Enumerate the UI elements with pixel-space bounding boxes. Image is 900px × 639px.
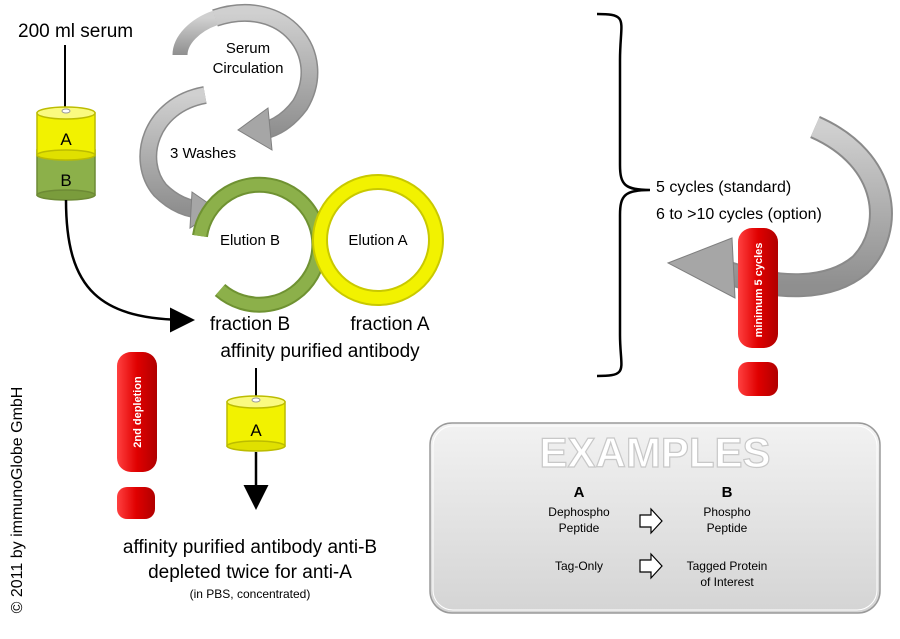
cycles-badge-text: minimum 5 cycles: [753, 243, 765, 338]
result-line2: depleted twice for anti-A: [148, 562, 352, 583]
examples-panel: EXAMPLES A B Dephospho Peptide Phospho P…: [429, 422, 881, 614]
example2-b-line1: Tagged Protein: [687, 559, 768, 573]
example1-b-line1: Phospho: [703, 505, 751, 519]
elution-b-ring: Elution B: [192, 176, 328, 313]
fraction-b-label: fraction B: [210, 314, 290, 335]
example1-a-line2: Peptide: [559, 521, 600, 535]
washes-label: 3 Washes: [170, 145, 236, 162]
examples-title: EXAMPLES: [539, 429, 770, 476]
examples-head-a: A: [574, 484, 585, 501]
cycles-standard: 5 cycles (standard): [656, 179, 791, 196]
serum-circulation-line2: Circulation: [213, 60, 284, 77]
result-line1: affinity purified antibody anti-B: [123, 537, 377, 558]
example2-b-line2: of Interest: [700, 575, 754, 589]
examples-head-b: B: [722, 484, 733, 501]
example1-arrow-icon: [639, 507, 663, 535]
example2-a: Tag-Only: [555, 559, 603, 573]
elution-a-ring: Elution A: [312, 174, 444, 306]
column-a-label: A: [60, 130, 72, 149]
depletion-badge-text: 2nd depletion: [132, 376, 144, 448]
example1-b-line2: Peptide: [707, 521, 748, 535]
result-line3: (in PBS, concentrated): [190, 587, 311, 601]
example1-a-line1: Dephospho: [548, 505, 610, 519]
cycles-exclamation-icon: minimum 5 cycles: [738, 228, 778, 396]
serum-label: 200 ml serum: [18, 21, 133, 42]
serum-circulation-line1: Serum: [226, 40, 270, 57]
cycles-option: 6 to >10 cycles (option): [656, 206, 822, 223]
second-column-label: A: [250, 421, 262, 440]
elution-a-label: Elution A: [348, 232, 407, 249]
depletion-exclamation-icon: 2nd depletion: [117, 352, 157, 519]
elution-b-label: Elution B: [220, 232, 280, 249]
column-a: A: [36, 106, 96, 161]
copyright-text: © 2011 by immunoGlobe GmbH: [9, 387, 26, 614]
serum-circulation-arrow: [172, 4, 319, 151]
example2-arrow-icon: [639, 552, 663, 580]
fraction-a-label: fraction A: [350, 314, 430, 335]
cycles-brace: [596, 12, 651, 378]
column-to-fraction-arrow: [64, 199, 195, 333]
column-b-label: B: [60, 171, 71, 190]
affinity-label: affinity purified antibody: [220, 341, 420, 362]
second-column-a: A: [226, 395, 286, 452]
